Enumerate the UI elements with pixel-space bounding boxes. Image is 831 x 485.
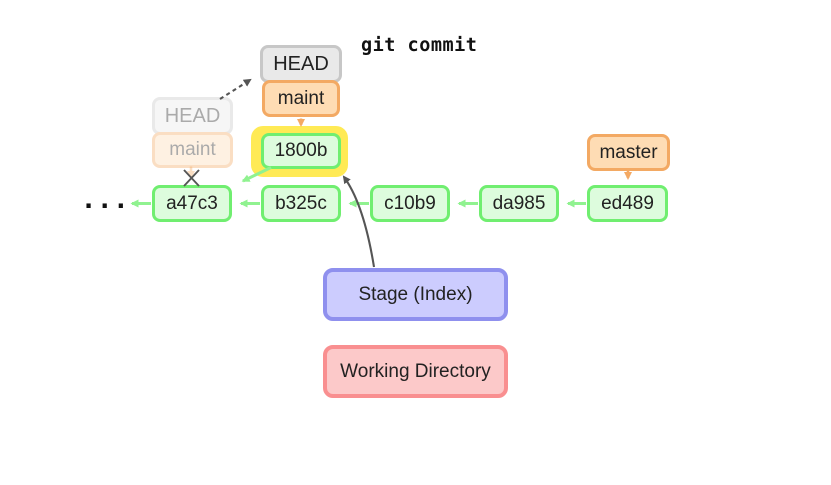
stage-box: Stage (Index): [323, 268, 508, 321]
cross-out-icon: [183, 169, 200, 187]
old-maint-branch-box: maint: [152, 132, 233, 168]
commit-c10b9: c10b9: [370, 185, 450, 222]
old-head-box: HEAD: [152, 97, 233, 135]
master-branch-box: master: [587, 134, 670, 171]
history-ellipsis: ...: [84, 186, 133, 214]
working-directory-box: Working Directory: [323, 345, 508, 398]
commit-ed489: ed489: [587, 185, 668, 222]
commit-a47c3: a47c3: [152, 185, 232, 222]
commit-1800b: 1800b: [261, 133, 341, 169]
commit-da985: da985: [479, 185, 559, 222]
head-move-dashed-arrow: [219, 78, 252, 100]
commit-b325c: b325c: [261, 185, 341, 222]
diagram-title: git commit: [361, 35, 478, 56]
head-box: HEAD: [260, 45, 342, 83]
maint-branch-box: maint: [262, 80, 340, 117]
